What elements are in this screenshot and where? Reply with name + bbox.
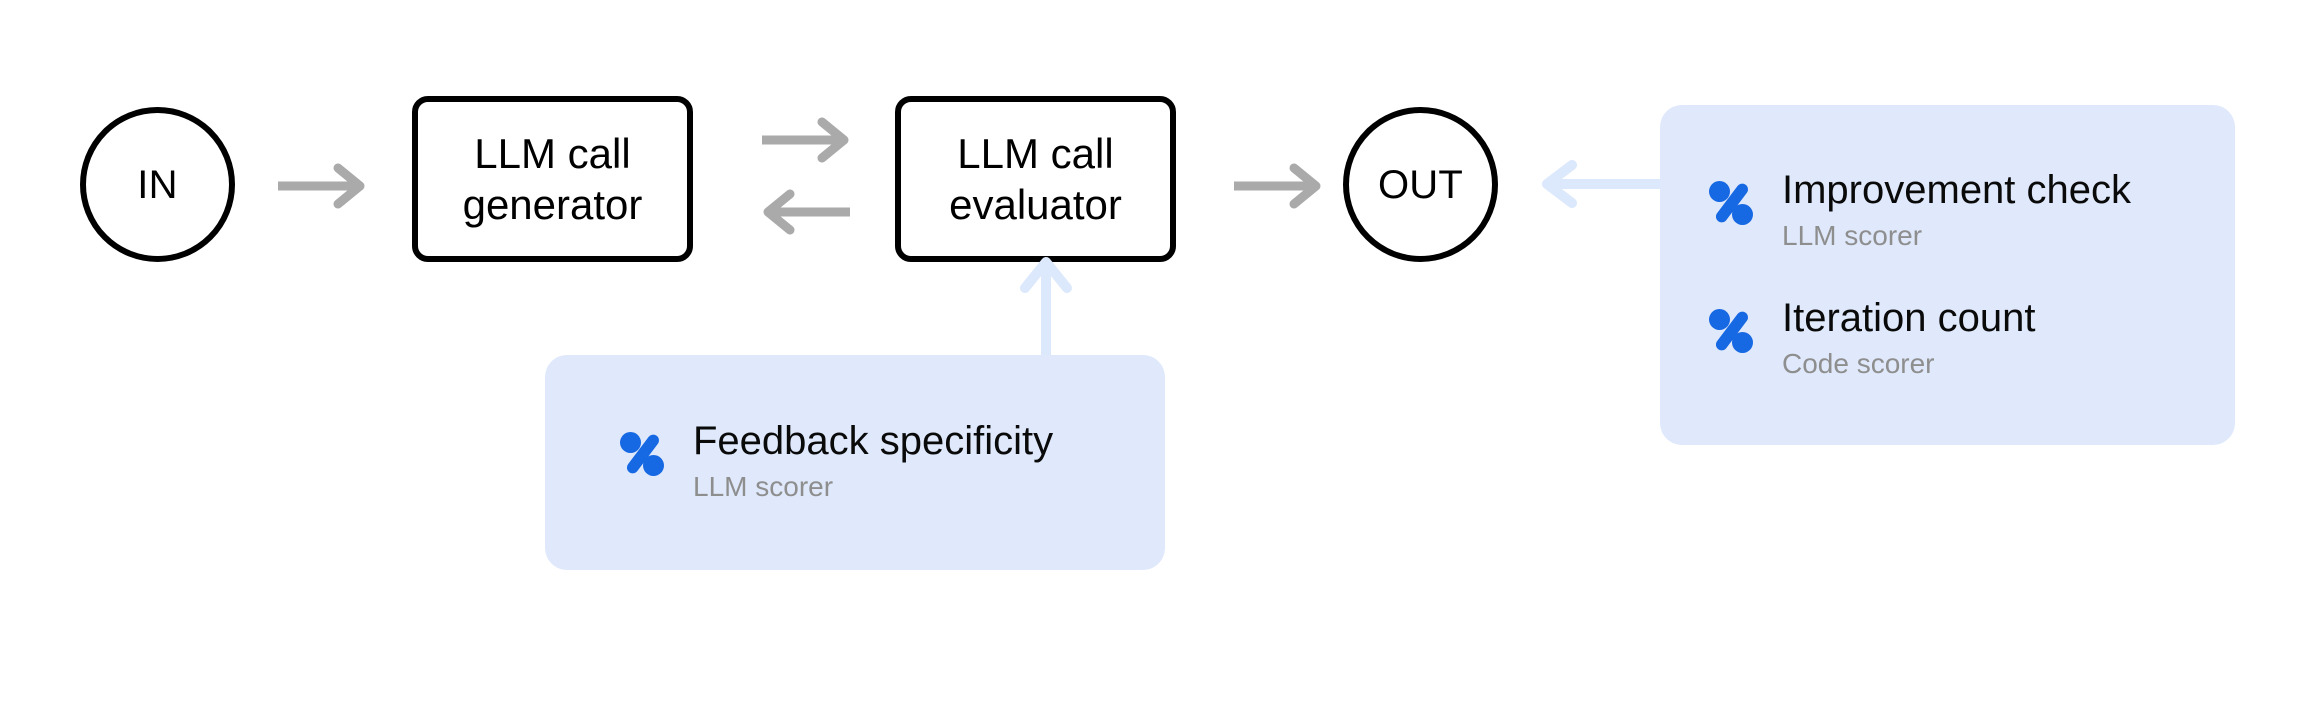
percent-scorer-icon bbox=[1706, 306, 1756, 356]
scorer-title: Iteration count bbox=[1782, 296, 2036, 340]
scorer-item[interactable]: Feedback specificity LLM scorer bbox=[617, 419, 1165, 505]
node-llm-call-generator-label: LLM call generator bbox=[462, 129, 643, 228]
scorer-text: Improvement check LLM scorer bbox=[1782, 168, 2131, 254]
output-scorers-panel[interactable]: Improvement check LLM scorer Iteration c… bbox=[1660, 105, 2235, 445]
scorer-item[interactable]: Improvement check LLM scorer bbox=[1706, 168, 2235, 254]
node-in-label: IN bbox=[137, 162, 178, 207]
scorer-item[interactable]: Iteration count Code scorer bbox=[1706, 296, 2235, 382]
scorer-subtitle: LLM scorer bbox=[1782, 219, 1923, 251]
percent-scorer-icon bbox=[617, 429, 667, 479]
arrow-generator-to-evaluator bbox=[760, 114, 852, 166]
node-out[interactable]: OUT bbox=[1343, 107, 1498, 262]
scorer-text: Iteration count Code scorer bbox=[1782, 296, 2036, 382]
arrow-in-to-generator bbox=[276, 160, 368, 212]
arrow-evaluator-to-out bbox=[1232, 160, 1324, 212]
node-out-label: OUT bbox=[1377, 162, 1464, 207]
arrow-feedback-scorer-to-evaluator bbox=[1010, 254, 1082, 362]
scorer-subtitle: LLM scorer bbox=[693, 471, 834, 503]
feedback-specificity-panel[interactable]: Feedback specificity LLM scorer bbox=[545, 355, 1165, 570]
scorer-subtitle: Code scorer bbox=[1782, 347, 1935, 379]
node-llm-call-evaluator[interactable]: LLM call evaluator bbox=[895, 96, 1176, 262]
node-llm-call-evaluator-label: LLM call evaluator bbox=[949, 129, 1122, 228]
arrow-output-scorers-to-out bbox=[1538, 158, 1666, 210]
node-llm-call-generator[interactable]: LLM call generator bbox=[412, 96, 693, 262]
arrow-evaluator-to-generator bbox=[760, 186, 852, 238]
scorer-text: Feedback specificity LLM scorer bbox=[693, 419, 1053, 505]
percent-scorer-icon bbox=[1706, 178, 1756, 228]
scorer-title: Feedback specificity bbox=[693, 419, 1054, 464]
scorer-title: Improvement check bbox=[1782, 167, 2132, 212]
node-in[interactable]: IN bbox=[80, 107, 235, 262]
